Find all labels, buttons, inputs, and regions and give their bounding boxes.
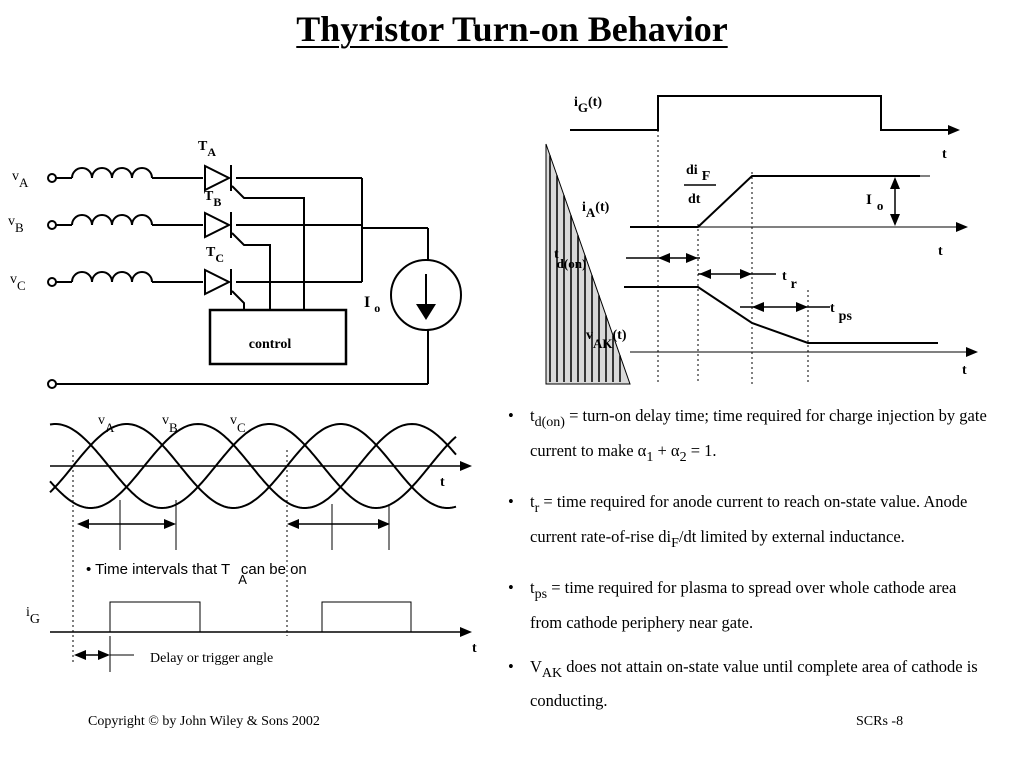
phase-c-wave bbox=[49, 423, 457, 510]
bullet-tps: tps = time required for plasma to spread… bbox=[508, 574, 988, 637]
thyristor-c-symbol bbox=[204, 268, 232, 296]
tr-label: tr bbox=[782, 269, 797, 292]
hatched-wedge bbox=[545, 143, 631, 385]
thyristor-label-c: TC bbox=[206, 245, 224, 265]
tps-label: tps bbox=[830, 301, 852, 324]
bullet-vak: VAK does not attain on-state value until… bbox=[508, 653, 988, 716]
source-label-b: vB bbox=[8, 214, 24, 235]
thyristor-a-symbol bbox=[204, 164, 232, 192]
thyristor-b-symbol bbox=[204, 211, 232, 239]
thyristor-label-a: TA bbox=[198, 139, 216, 159]
bullet-td-on: td(on) = turn-on delay time; time requir… bbox=[508, 402, 988, 472]
anode-current-label: iA(t) bbox=[582, 200, 610, 220]
control-label: control bbox=[249, 337, 292, 352]
slope-denominator: dt bbox=[688, 192, 701, 207]
vak-time-label: t bbox=[962, 363, 967, 378]
interval-caption: • Time intervals that TAcan be on bbox=[86, 561, 307, 587]
thyristor-label-b: TB bbox=[204, 189, 221, 209]
phase-b-wave bbox=[49, 422, 457, 509]
waveform-time-label: t bbox=[440, 475, 445, 490]
phase-a-wave bbox=[49, 423, 457, 509]
gate-time-label: t bbox=[472, 641, 477, 656]
slide-title: Thyristor Turn-on Behavior bbox=[296, 9, 728, 49]
phase-label-b: vB bbox=[162, 413, 178, 435]
gate-current-label: iG bbox=[26, 605, 40, 627]
source-label-a: vA bbox=[12, 169, 29, 190]
definition-list: td(on) = turn-on delay time; time requir… bbox=[508, 402, 988, 731]
phase-label-c: vC bbox=[230, 413, 246, 435]
slide-number: SCRs -8 bbox=[856, 714, 904, 729]
vak-label: vAK(t) bbox=[586, 328, 627, 351]
current-source-symbol bbox=[390, 259, 462, 331]
ia-time-label: t bbox=[938, 244, 943, 259]
control-block bbox=[208, 308, 348, 366]
source-label-c: vC bbox=[10, 272, 26, 293]
ig-time-label: t bbox=[942, 147, 947, 162]
gate-current-waveform-label: iG(t) bbox=[574, 95, 602, 115]
three-phase-waveform: vA vB vC t t • Time intervals that TAcan… bbox=[26, 413, 477, 672]
delay-label: Delay or trigger angle bbox=[150, 651, 273, 666]
copyright-footer: Copyright © by John Wiley & Sons 2002 bbox=[88, 714, 320, 729]
phase-label-a: vA bbox=[98, 413, 115, 435]
bullet-tr: tr = time required for anode current to … bbox=[508, 488, 988, 558]
